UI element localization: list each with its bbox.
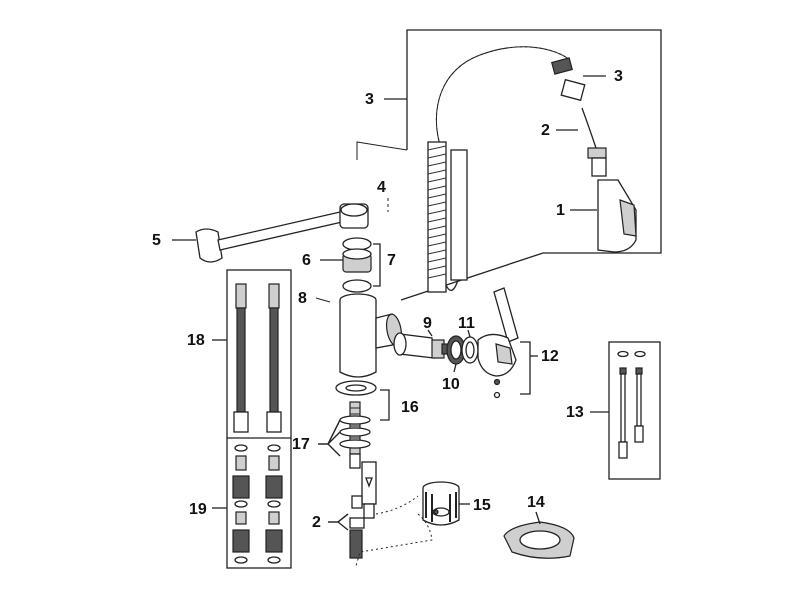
supply-hose-frame xyxy=(226,269,292,569)
callout-9-leader xyxy=(427,329,433,337)
cover-bracket xyxy=(356,141,408,160)
callout-10-leader xyxy=(453,363,457,373)
callout-10: 10 xyxy=(442,376,460,393)
mixer-body-icon xyxy=(339,293,403,378)
spring-assembly-frame xyxy=(400,29,662,301)
cartridge-icon xyxy=(393,332,449,359)
lever-handle-icon xyxy=(477,287,519,377)
callout-8-leader xyxy=(315,297,331,303)
callout-16: 16 xyxy=(401,399,419,416)
diverter-valve-icon xyxy=(422,481,460,526)
callout-2-bottom-fan xyxy=(328,513,349,523)
callout-16-bracket xyxy=(380,389,390,421)
short-hose-icon xyxy=(617,350,646,459)
coiled-spring-icon xyxy=(427,46,571,293)
callout-17-fan xyxy=(318,419,341,445)
callout-1: 1 xyxy=(556,202,565,219)
callout-11-leader xyxy=(467,329,471,338)
callout-12: 12 xyxy=(541,348,559,365)
callout-4: 4 xyxy=(377,179,386,196)
fitting-set-icon xyxy=(232,444,283,564)
callout-17: 17 xyxy=(292,436,310,453)
swivel-arm-icon xyxy=(195,203,369,263)
base-plate-icon xyxy=(503,521,575,559)
cap-icon xyxy=(493,391,501,399)
cartridge-nut-icon xyxy=(446,335,466,365)
callout-13: 13 xyxy=(566,404,584,421)
hose-kit-frame xyxy=(608,341,661,480)
set-screw-icon xyxy=(493,378,501,386)
callout-18: 18 xyxy=(187,332,205,349)
callout-19: 19 xyxy=(189,501,207,518)
callout-2-bottom: 2 xyxy=(312,514,321,531)
quick-connector-icon xyxy=(349,461,377,559)
callout-14-leader xyxy=(535,511,541,525)
callout-8: 8 xyxy=(298,290,307,307)
hose-routing-line xyxy=(355,495,433,567)
callout-17-leaders xyxy=(318,419,341,457)
callout-3-left: 3 xyxy=(365,91,374,108)
callout-7: 7 xyxy=(387,252,396,269)
base-gasket-icon xyxy=(335,380,377,396)
o-ring-set-icon xyxy=(342,237,372,293)
callout-12-bracket xyxy=(520,341,531,395)
callout-5: 5 xyxy=(152,232,161,249)
spray-adapter-icon xyxy=(560,78,586,102)
spray-nut-icon xyxy=(551,57,573,75)
mounting-stud-icon xyxy=(339,401,371,469)
spray-head-icon xyxy=(597,179,637,253)
callout-2-bottom-leaders xyxy=(328,513,349,531)
callout-15: 15 xyxy=(473,497,491,514)
callout-14: 14 xyxy=(527,494,545,511)
callout-9: 9 xyxy=(423,315,432,332)
braided-supply-hose-icon xyxy=(233,283,282,433)
cartridge-ring-icon xyxy=(461,336,479,364)
callout-6: 6 xyxy=(302,252,311,269)
callout-3-right: 3 xyxy=(614,68,623,85)
braided-hose-icon xyxy=(581,107,607,177)
callout-7-bracket xyxy=(373,243,381,287)
callout-2-top: 2 xyxy=(541,122,550,139)
callout-11: 11 xyxy=(458,315,475,332)
